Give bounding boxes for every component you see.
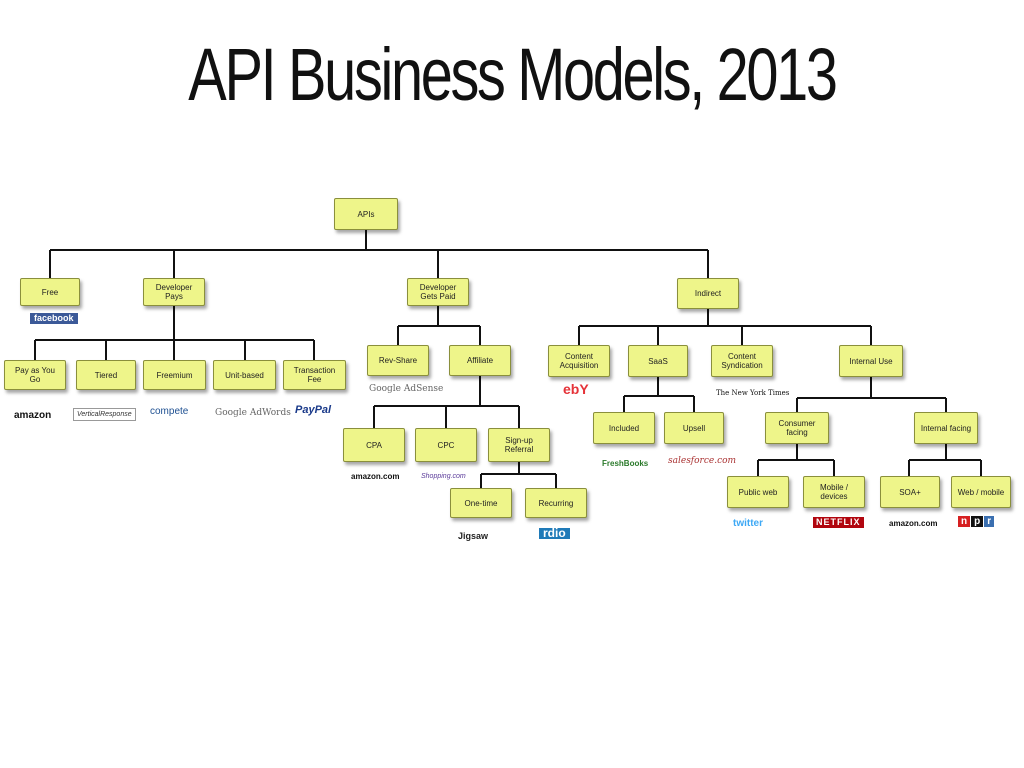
node-recurring: Recurring [525, 488, 587, 518]
node-pay-as-you-go: Pay as You Go [4, 360, 66, 390]
ebay-logo: ebY [563, 381, 589, 397]
node-freemium: Freemium [143, 360, 206, 390]
freshbooks-logo: FreshBooks [602, 459, 649, 468]
npr-n: n [958, 516, 971, 527]
npr-r: r [984, 516, 995, 527]
node-signup-referral: Sign-up Referral [488, 428, 550, 462]
shopping-com-logo: Shopping.com [421, 473, 466, 480]
node-unit-based: Unit-based [213, 360, 276, 390]
node-soa-plus: SOA+ [880, 476, 940, 508]
node-developer-gets-paid: Developer Gets Paid [407, 278, 469, 306]
node-free: Free [20, 278, 80, 306]
compete-logo: compete [150, 406, 189, 417]
node-rev-share: Rev-Share [367, 345, 429, 376]
facebook-logo: facebook [30, 313, 78, 324]
netflix-logo: NETFLIX [813, 517, 864, 528]
jigsaw-logo: Jigsaw [458, 531, 489, 541]
node-web-mobile: Web / mobile [951, 476, 1011, 508]
new-york-times-logo: The New York Times [716, 389, 790, 397]
node-public-web: Public web [727, 476, 789, 508]
vertical-response-logo: VerticalResponse [73, 408, 136, 421]
node-internal-facing: Internal facing [914, 412, 978, 444]
node-tiered: Tiered [76, 360, 136, 390]
paypal-logo: PayPal [295, 404, 332, 416]
google-adsense-logo: Google AdSense [369, 384, 444, 394]
node-mobile-devices: Mobile / devices [803, 476, 865, 508]
amazon-soa-logo: amazon.com [889, 519, 938, 528]
twitter-logo: twitter [733, 518, 763, 529]
node-transaction-fee: Transaction Fee [283, 360, 346, 390]
node-indirect: Indirect [677, 278, 739, 309]
npr-logo: n p r [958, 516, 995, 527]
rdio-logo: rdio [539, 527, 570, 539]
salesforce-logo: salesforce.com [668, 456, 737, 466]
node-upsell: Upsell [664, 412, 724, 444]
node-consumer-facing: Consumer facing [765, 412, 829, 444]
amazon-logo: amazon.com [351, 472, 400, 481]
node-affiliate: Affiliate [449, 345, 511, 376]
page-title: API Business Models, 2013 [188, 33, 838, 116]
node-saas: SaaS [628, 345, 688, 377]
node-cpc: CPC [415, 428, 477, 462]
node-developer-pays: Developer Pays [143, 278, 205, 306]
node-internal-use: Internal Use [839, 345, 903, 377]
node-included: Included [593, 412, 655, 444]
node-cpa: CPA [343, 428, 405, 462]
google-adwords-logo: Google AdWords [215, 408, 291, 418]
node-content-acquisition: Content Acquisition [548, 345, 610, 377]
node-one-time: One-time [450, 488, 512, 518]
node-content-syndication: Content Syndication [711, 345, 773, 377]
node-apis: APIs [334, 198, 398, 230]
amazon-web-services-logo: amazon [14, 410, 52, 421]
npr-p: p [971, 516, 984, 527]
